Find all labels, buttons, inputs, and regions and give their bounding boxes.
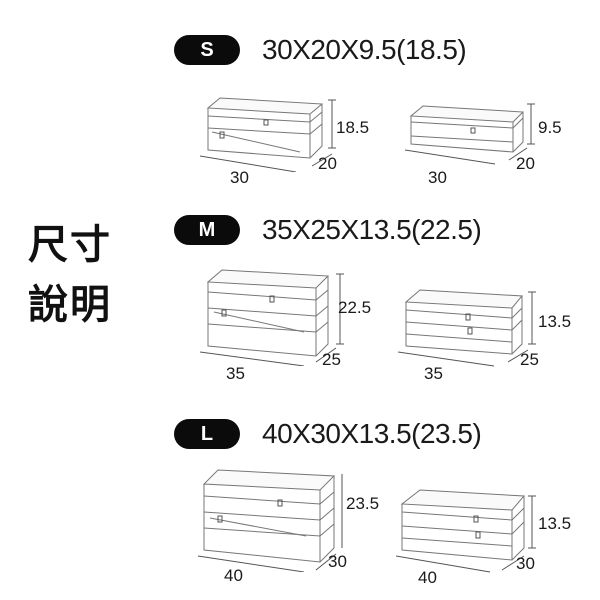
m-expanded-depth: 25 [322,350,341,369]
size-badge-m: M [174,215,240,245]
s-compressed-depth: 20 [516,154,535,173]
size-dims-s: 30X20X9.5(18.5) [262,34,467,65]
m-expanded-height: 22.5 [338,298,372,317]
l-compressed-height: 13.5 [538,514,572,533]
l-expanded-depth: 30 [328,552,347,571]
size-dims-m: 35X25X13.5(22.5) [262,214,482,245]
s-expanded-height: 18.5 [336,118,370,137]
box-s-expanded-illustration [200,92,340,172]
m-compressed-height: 13.5 [538,312,572,331]
box-m-compressed-illustration [398,286,538,368]
s-compressed-width: 30 [428,168,447,187]
size-header-l: L 40X30X13.5(23.5) [174,416,482,452]
m-compressed-depth: 25 [520,350,539,369]
size-header-m: M 35X25X13.5(22.5) [174,212,482,248]
s-compressed-height: 9.5 [538,118,562,137]
l-compressed-width: 40 [418,568,437,587]
l-compressed-depth: 30 [516,554,535,573]
box-l-compressed-illustration [396,486,540,574]
s-expanded-depth: 20 [318,154,337,173]
size-header-s: S 30X20X9.5(18.5) [174,32,467,68]
m-compressed-width: 35 [424,364,443,383]
l-expanded-width: 40 [224,566,243,585]
title-line-1: 尺寸 [28,222,112,268]
s-expanded-width: 30 [230,168,249,187]
box-l-expanded-illustration [196,466,346,572]
size-badge-l: L [174,419,240,449]
title-line-2: 說明 [28,282,112,328]
box-m-expanded-illustration [200,266,345,366]
size-badge-s: S [174,35,240,65]
m-expanded-width: 35 [226,364,245,383]
box-s-compressed-illustration [405,100,535,172]
size-dims-l: 40X30X13.5(23.5) [262,418,482,449]
l-expanded-height: 23.5 [346,494,380,513]
